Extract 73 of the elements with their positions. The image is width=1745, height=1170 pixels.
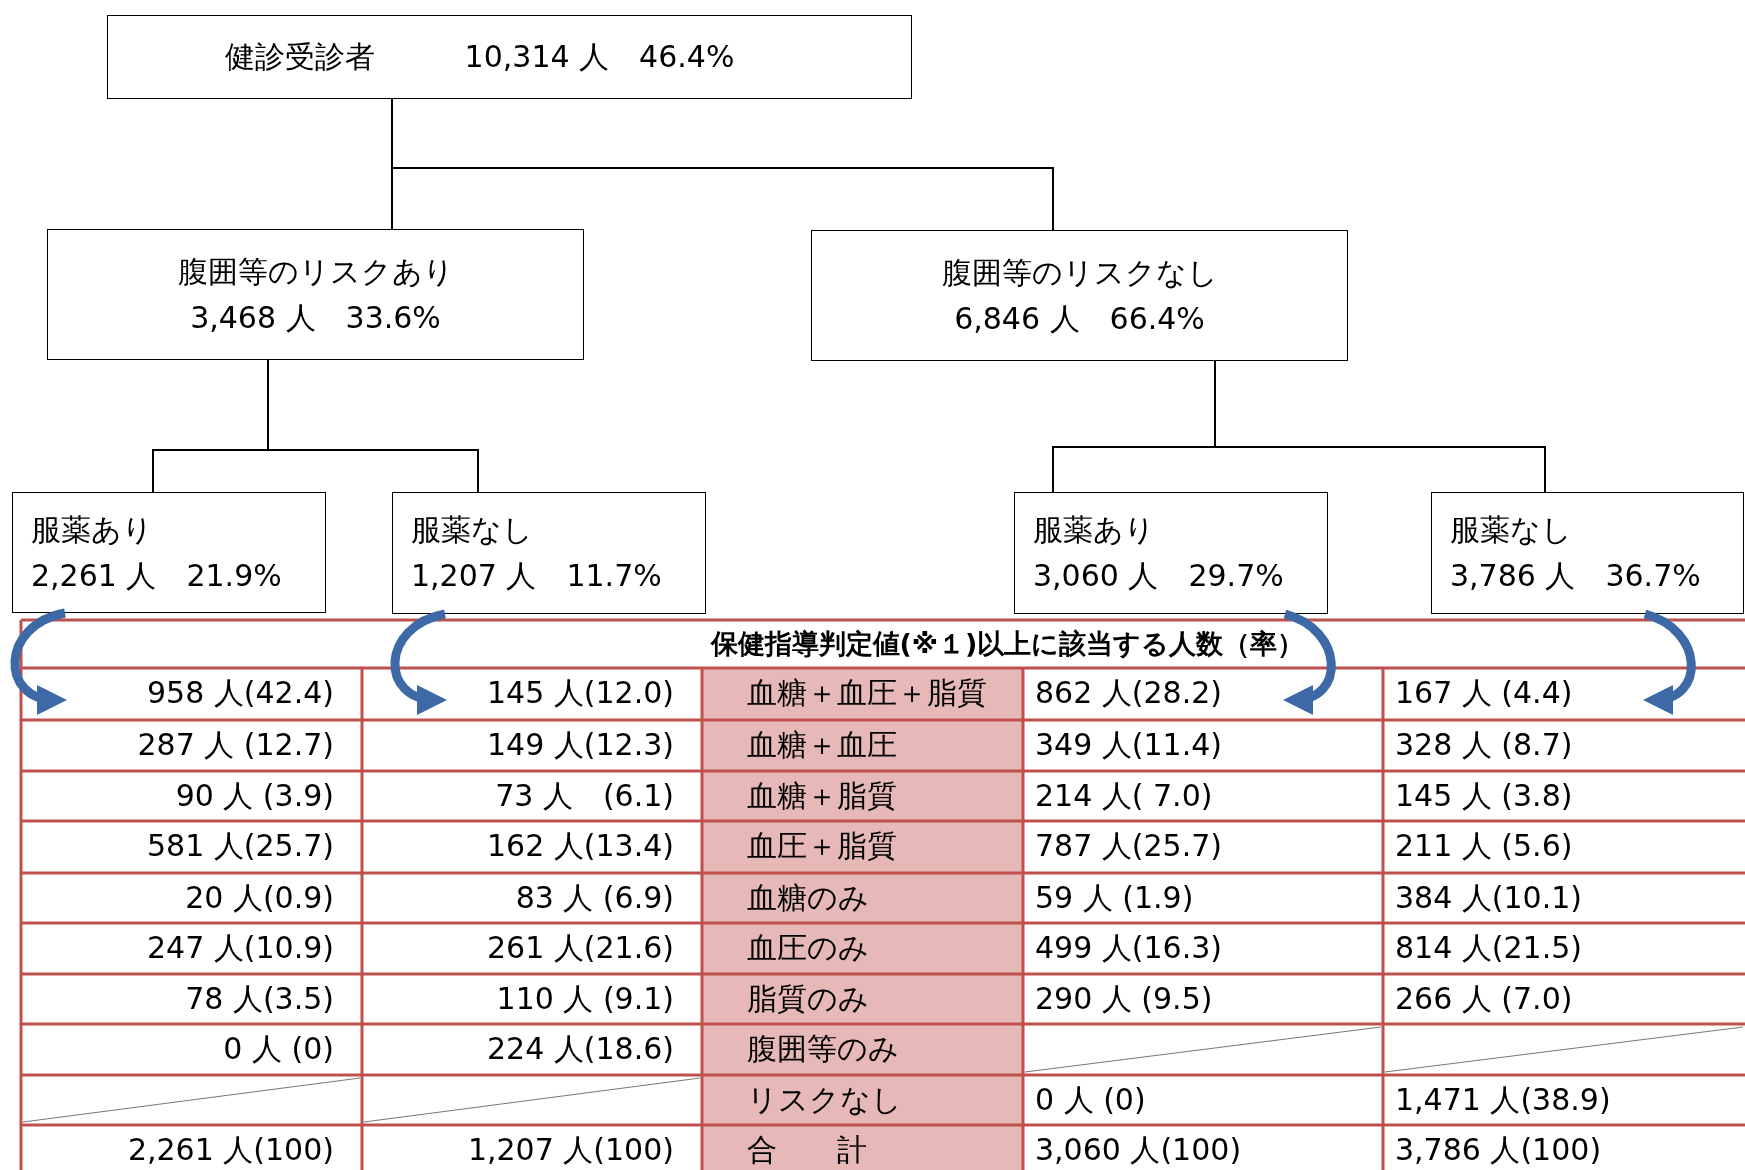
row-header: 合 計 xyxy=(747,1131,868,1169)
table-cell-text: 73 人 (6.1) xyxy=(494,777,674,815)
process-box xyxy=(1431,492,1744,614)
curved-arrow xyxy=(10,608,67,713)
table-cell-text: 110 人 (9.1) xyxy=(495,980,674,1018)
count-text: 3,060 人 29.7% xyxy=(1033,557,1284,595)
table-cell-text: 328 人 (8.7) xyxy=(1395,726,1574,764)
table-cell-text: 581 人(25.7) xyxy=(146,827,334,865)
table-cell-text: 3,060 人(100) xyxy=(1035,1131,1243,1169)
table-cell-text: 384 人(10.1) xyxy=(1395,879,1583,917)
table-cell-text: 787 人(25.7) xyxy=(1035,827,1223,865)
table-cell-text: 1,471 人(38.9) xyxy=(1395,1081,1612,1119)
table-cell-text: 862 人(28.2) xyxy=(1035,674,1223,712)
count-text: 1,207 人 11.7% xyxy=(411,557,662,595)
table-cell-text: 958 人(42.4) xyxy=(146,674,334,712)
table-cell-text: 266 人 (7.0) xyxy=(1395,980,1574,1018)
table-cell-text: 3,786 人(100) xyxy=(1395,1131,1603,1169)
table-cell-text: 214 人( 7.0) xyxy=(1035,777,1214,815)
box-heading: 服薬あり xyxy=(1033,511,1155,549)
process-box xyxy=(107,15,912,99)
row-header: リスクなし xyxy=(747,1081,903,1119)
table-cell-text: 349 人(11.4) xyxy=(1035,726,1223,764)
table-cell-text: 287 人 (12.7) xyxy=(136,726,334,764)
row-header: 血糖＋血圧 xyxy=(747,726,898,764)
row-header: 血圧＋脂質 xyxy=(747,827,898,865)
curved-arrow xyxy=(390,609,447,713)
count-text: 3,786 人 36.7% xyxy=(1450,557,1701,595)
table-cell-text: 814 人(21.5) xyxy=(1395,929,1583,967)
table-cell-text: 145 人(12.0) xyxy=(486,674,674,712)
process-box xyxy=(1014,492,1328,614)
row-header: 血糖＋血圧＋脂質 xyxy=(747,674,988,712)
table-cell-text: 0 人 (0) xyxy=(222,1030,334,1068)
table-cell-text: 83 人 (6.9) xyxy=(514,879,674,917)
table-title: 保健指導判定値(※１)以上に該当する人数（率） xyxy=(709,627,1306,661)
table-cell-text: 290 人 (9.5) xyxy=(1035,980,1214,1018)
row-header: 血糖のみ xyxy=(747,879,870,917)
table-cell-text: 59 人 (1.9) xyxy=(1035,879,1195,917)
table-cell-text: 2,261 人(100) xyxy=(126,1131,334,1169)
row-header: 腹囲等のみ xyxy=(747,1030,900,1068)
table-cell-text: 499 人(16.3) xyxy=(1035,929,1223,967)
table-cell-text: 167 人 (4.4) xyxy=(1395,674,1574,712)
count-text: 10,314 人 46.4% xyxy=(464,38,735,76)
count-text: 6,846 人 66.4% xyxy=(954,299,1205,338)
box-heading: 健診受診者 xyxy=(224,38,375,76)
row-header: 脂質のみ xyxy=(747,980,870,1018)
curved-arrow xyxy=(1643,609,1696,713)
table-cell-text: 20 人(0.9) xyxy=(184,879,334,917)
box-heading: 腹囲等のリスクなし xyxy=(941,253,1218,292)
process-box xyxy=(811,230,1348,361)
process-box xyxy=(392,492,706,614)
box-heading: 服薬なし xyxy=(1450,511,1572,549)
table-cell-text: 261 人(21.6) xyxy=(486,929,674,967)
table-cell-text: 145 人 (3.8) xyxy=(1395,777,1574,815)
process-box xyxy=(12,492,326,613)
box-heading: 腹囲等のリスクあり xyxy=(177,252,454,291)
count-text: 3,468 人 33.6% xyxy=(190,298,441,337)
table-cell-text: 1,207 人(100) xyxy=(466,1131,674,1169)
row-header: 血圧のみ xyxy=(747,929,870,967)
table-cell-text: 0 人 (0) xyxy=(1035,1081,1147,1119)
connector-line xyxy=(267,359,479,493)
box-heading: 服薬あり xyxy=(31,510,153,549)
table-cell-text: 224 人(18.6) xyxy=(486,1030,674,1068)
table-cell-text: 90 人 (3.9) xyxy=(174,777,334,815)
table-cell-text: 149 人(12.3) xyxy=(486,726,674,764)
table-cell-text: 247 人(10.9) xyxy=(146,929,334,967)
table-cell-text: 78 人(3.5) xyxy=(184,980,334,1018)
table-cell-text: 162 人(13.4) xyxy=(486,827,674,865)
row-header: 血糖＋脂質 xyxy=(747,777,898,815)
curved-arrow xyxy=(1283,609,1336,713)
box-heading: 服薬なし xyxy=(411,511,533,549)
count-text: 2,261 人 21.9% xyxy=(31,556,282,595)
process-box xyxy=(47,229,584,360)
table-cell-text: 211 人 (5.6) xyxy=(1395,827,1574,865)
